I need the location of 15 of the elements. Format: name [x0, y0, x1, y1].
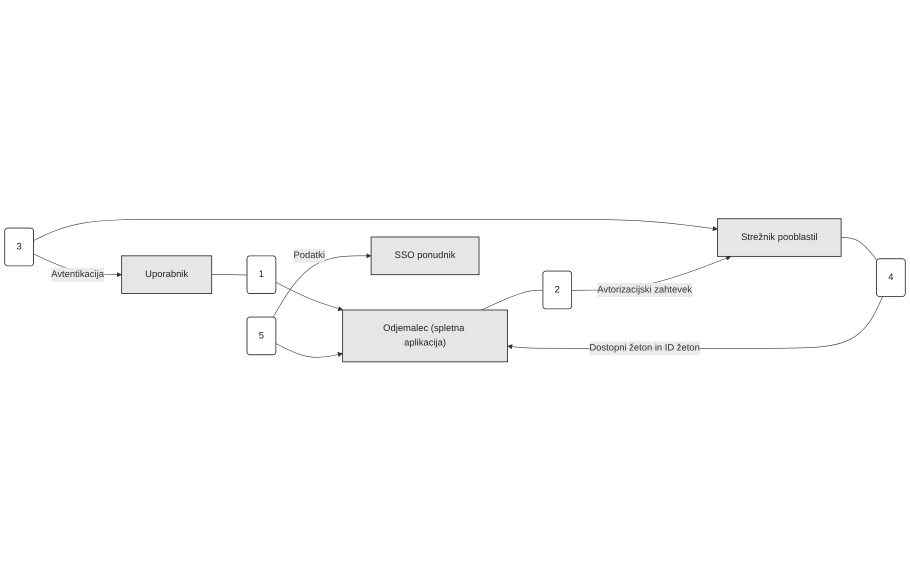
- edge-label: Avtorizacijski zahtevek: [597, 284, 692, 295]
- connector: [481, 290, 544, 311]
- arrow: [34, 219, 718, 241]
- node-box: SSO ponudnik: [370, 236, 480, 276]
- connector: [211, 274, 248, 276]
- arrow: [276, 282, 344, 312]
- node-box: Strežnik pooblastil: [717, 218, 842, 258]
- arrow: [272, 253, 372, 318]
- arrow: [276, 344, 343, 358]
- connector: [840, 237, 878, 261]
- edge-label: Podatki: [293, 250, 325, 261]
- edge-label: Dostopni žeton in ID žeton: [589, 343, 700, 354]
- node-box: Odjemalec (spletna aplikacija): [342, 310, 508, 362]
- edge-label: Avtentikacija: [51, 270, 104, 280]
- node-box: Uporabnik: [121, 256, 212, 294]
